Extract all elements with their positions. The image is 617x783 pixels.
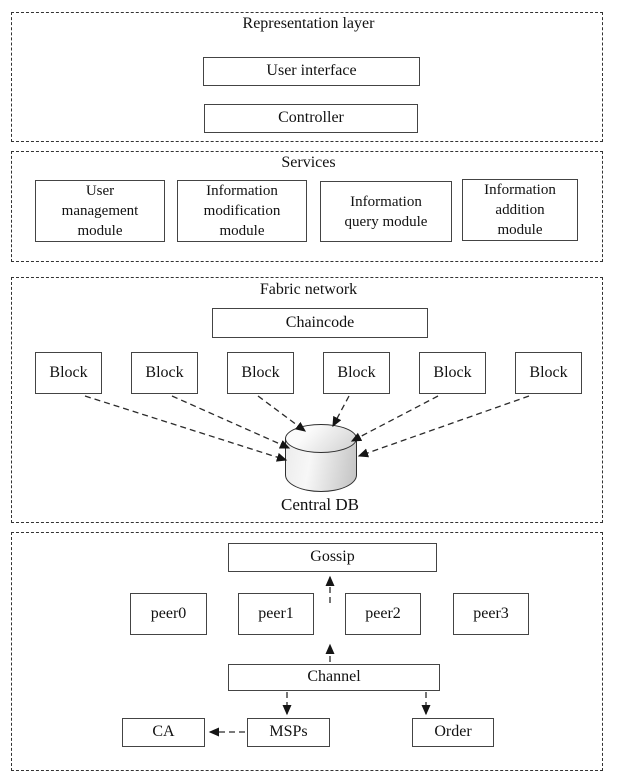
block-box-4: Block xyxy=(323,352,390,394)
peer1-box: peer1 xyxy=(238,593,314,635)
controller-label: Controller xyxy=(278,109,344,127)
block-label: Block xyxy=(529,363,568,381)
cylinder-top xyxy=(285,424,357,453)
order-box: Order xyxy=(412,718,494,747)
chaincode-label: Chaincode xyxy=(285,313,355,331)
information-query-module-label: Information query module xyxy=(344,193,428,230)
block-box-2: Block xyxy=(131,352,198,394)
central-db-cylinder-icon xyxy=(285,424,357,492)
services-layer-title: Services xyxy=(281,154,336,171)
information-modification-module-label: Information modification module xyxy=(203,183,281,239)
block-box-1: Block xyxy=(35,352,102,394)
msps-box: MSPs xyxy=(247,718,330,747)
central-db-label: Central DB xyxy=(281,495,359,514)
representation-layer-title: Representation layer xyxy=(242,15,375,32)
msps-label: MSPs xyxy=(269,723,308,741)
block-label: Block xyxy=(241,363,280,381)
user-interface-box: User interface xyxy=(203,57,420,86)
information-modification-module-box: Information modification module xyxy=(177,180,307,242)
ca-label: CA xyxy=(152,723,175,741)
peer2-label: peer2 xyxy=(365,604,401,622)
channel-label: Channel xyxy=(307,668,361,686)
user-management-module-box: User management module xyxy=(35,180,165,242)
block-box-5: Block xyxy=(419,352,486,394)
gossip-label: Gossip xyxy=(310,548,355,566)
chaincode-box: Chaincode xyxy=(212,308,428,338)
services-layer-frame xyxy=(11,151,603,262)
fabric-network-frame xyxy=(11,277,603,523)
peer3-label: peer3 xyxy=(473,604,509,622)
block-label: Block xyxy=(49,363,88,381)
user-interface-label: User interface xyxy=(266,62,357,80)
peer0-box: peer0 xyxy=(130,593,207,635)
peer2-box: peer2 xyxy=(345,593,421,635)
block-label: Block xyxy=(433,363,472,381)
information-addition-module-box: Information addition module xyxy=(462,179,578,241)
order-label: Order xyxy=(434,723,472,741)
peer0-label: peer0 xyxy=(150,604,187,622)
gossip-box: Gossip xyxy=(228,543,437,572)
channel-box: Channel xyxy=(228,664,440,691)
information-query-module-box: Information query module xyxy=(320,181,452,242)
peer3-box: peer3 xyxy=(453,593,529,635)
block-label: Block xyxy=(145,363,184,381)
fabric-network-title: Fabric network xyxy=(259,281,358,298)
peer1-label: peer1 xyxy=(258,604,294,622)
peer-network-frame xyxy=(11,532,603,771)
controller-box: Controller xyxy=(204,104,418,133)
ca-box: CA xyxy=(122,718,205,747)
representation-layer-frame xyxy=(11,12,603,142)
block-label: Block xyxy=(337,363,376,381)
user-management-module-label: User management module xyxy=(61,183,139,239)
information-addition-module-label: Information addition module xyxy=(484,182,556,238)
block-box-6: Block xyxy=(515,352,582,394)
block-box-3: Block xyxy=(227,352,294,394)
